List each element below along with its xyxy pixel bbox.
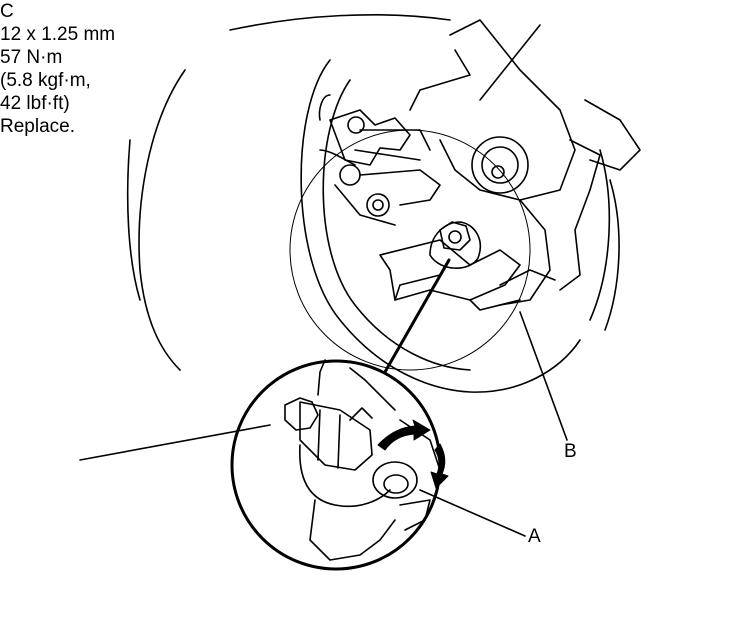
torque-lbfft: 42 lbf·ft) — [0, 93, 70, 114]
detail-pointer-line — [383, 258, 451, 374]
leader-line-a — [419, 489, 526, 537]
label-b: B — [564, 441, 577, 462]
label-c-block: C 12 x 1.25 mm 57 N·m (5.8 kgf·m, 42 lbf… — [0, 0, 752, 138]
detail-magnified-circle — [230, 359, 442, 571]
lower-arm — [379, 239, 556, 311]
ball-joint-nut-overview — [429, 221, 482, 269]
rotation-arrow-icon — [377, 419, 449, 489]
leader-line-b — [519, 311, 568, 441]
thread-spec: 12 x 1.25 mm — [0, 24, 116, 45]
torque-nm: 57 N·m — [0, 47, 63, 68]
brake-caliper — [319, 109, 441, 226]
torque-kgfm: (5.8 kgf·m, — [0, 70, 91, 91]
leader-line-c — [79, 424, 271, 461]
label-c: C — [0, 1, 14, 22]
label-a: A — [528, 526, 541, 547]
tire-outline — [126, 14, 451, 371]
brake-disc — [289, 59, 620, 393]
replace-note: Replace. — [0, 116, 75, 137]
steering-knuckle — [409, 19, 641, 306]
